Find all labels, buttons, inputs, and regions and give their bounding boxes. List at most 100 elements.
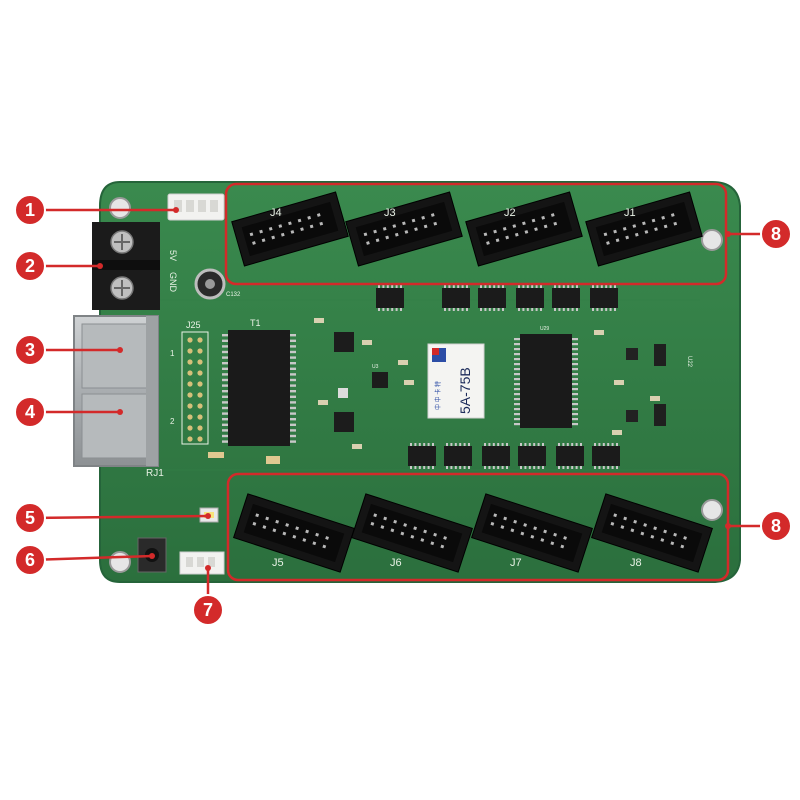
- callout-circle: [14, 544, 46, 576]
- callout-number: 1: [25, 200, 35, 220]
- chip-small-a: [334, 332, 388, 432]
- callout-number: 6: [25, 550, 35, 570]
- chip-u29: [514, 334, 578, 428]
- callout-circle: [14, 194, 46, 226]
- callout-leader: [29, 554, 153, 562]
- smd-part: [404, 380, 414, 385]
- mounting-hole: [109, 551, 131, 573]
- callout-circle: [14, 502, 46, 534]
- header-label-j4: J4: [270, 207, 282, 219]
- pin: [197, 381, 203, 387]
- callout-dot: [117, 347, 123, 353]
- screw-terminal: [92, 222, 160, 310]
- callout-4: 4: [14, 396, 123, 428]
- label-port-2: 2: [170, 417, 175, 426]
- pin: [187, 425, 193, 431]
- label-j25: J25: [186, 320, 201, 330]
- pin: [187, 436, 193, 442]
- model-sticker: 中 中 卡 特 5A-75B: [427, 343, 485, 419]
- pin-row-j25: [181, 331, 209, 445]
- hub75-header-j7: [471, 493, 593, 573]
- smd-part: [362, 340, 372, 345]
- callout-3: 3: [14, 334, 123, 366]
- label-5v: 5V: [168, 250, 178, 261]
- pin: [197, 337, 203, 343]
- callout-circle: [14, 250, 46, 282]
- buffer-chip: [442, 285, 470, 311]
- smd-part: [266, 456, 280, 464]
- callout-number: 5: [25, 508, 35, 528]
- mounting-holes: [109, 197, 723, 573]
- pin: [187, 403, 193, 409]
- rj45-port-upper: [81, 323, 151, 389]
- callout-8a: 8: [725, 218, 792, 250]
- callout-leader: [29, 514, 209, 520]
- callout-dot: [173, 207, 179, 213]
- callout-6: 6: [14, 544, 155, 576]
- callout-dot: [725, 231, 731, 237]
- callouts: 1 2 3 4 5 6 7 8 8: [14, 194, 792, 626]
- header-label-j2: J2: [504, 207, 516, 219]
- mounting-hole: [109, 197, 131, 219]
- pcb-board: [99, 181, 741, 583]
- pin: [197, 359, 203, 365]
- header-label-j5: J5: [272, 557, 284, 569]
- callout-dot: [205, 513, 211, 519]
- callout-5: 5: [14, 502, 211, 534]
- callout-dot: [725, 523, 731, 529]
- buffer-chip: [590, 285, 618, 311]
- smd-part: [612, 430, 622, 435]
- header-label-j1: J1: [624, 207, 636, 219]
- label-u22: U22: [686, 356, 692, 368]
- label-port-1: 1: [170, 349, 175, 358]
- mounting-hole: [701, 229, 723, 251]
- rj45-jack: [73, 315, 159, 467]
- smd-part: [614, 380, 624, 385]
- pin: [187, 414, 193, 420]
- callout-circle: [760, 218, 792, 250]
- chip-right-small: [626, 344, 666, 426]
- hub75-header-j1: [585, 191, 703, 267]
- buffer-chip: [556, 443, 584, 469]
- callout-dot: [149, 553, 155, 559]
- pin: [187, 348, 193, 354]
- callout-circle: [14, 334, 46, 366]
- pin: [187, 381, 193, 387]
- label-u3: U3: [372, 364, 379, 370]
- capacitor: [194, 268, 226, 300]
- callout-8b: 8: [725, 510, 792, 542]
- callout-number: 7: [203, 600, 213, 620]
- chinese-logo: 中 中 卡 特: [434, 381, 442, 410]
- callout-number: 2: [25, 256, 35, 276]
- callout-dot: [97, 263, 103, 269]
- header-label-j7: J7: [510, 557, 522, 569]
- pin: [187, 359, 193, 365]
- pin: [197, 436, 203, 442]
- buffer-chip: [592, 443, 620, 469]
- callout-circle: [192, 594, 224, 626]
- smd-part: [594, 330, 604, 335]
- buffer-chip: [408, 443, 436, 469]
- buffer-chip: [376, 285, 404, 311]
- smd-part: [650, 396, 660, 401]
- hub75-header-j2: [465, 191, 583, 267]
- pin: [197, 403, 203, 409]
- buffer-chips-bottom: [408, 443, 620, 469]
- pin: [197, 348, 203, 354]
- hub75-header-j4: [231, 191, 349, 267]
- hub75-header-j3: [345, 191, 463, 267]
- label-gnd: GND: [168, 272, 178, 293]
- hub75-header-j5: [233, 493, 355, 573]
- buffer-chip: [518, 443, 546, 469]
- smd-part: [208, 452, 224, 458]
- label-t1: T1: [250, 318, 261, 328]
- pin: [187, 392, 193, 398]
- buffer-chip: [482, 443, 510, 469]
- callout-number: 4: [25, 402, 35, 422]
- label-rj1: RJ1: [146, 468, 164, 479]
- smd-part: [318, 400, 328, 405]
